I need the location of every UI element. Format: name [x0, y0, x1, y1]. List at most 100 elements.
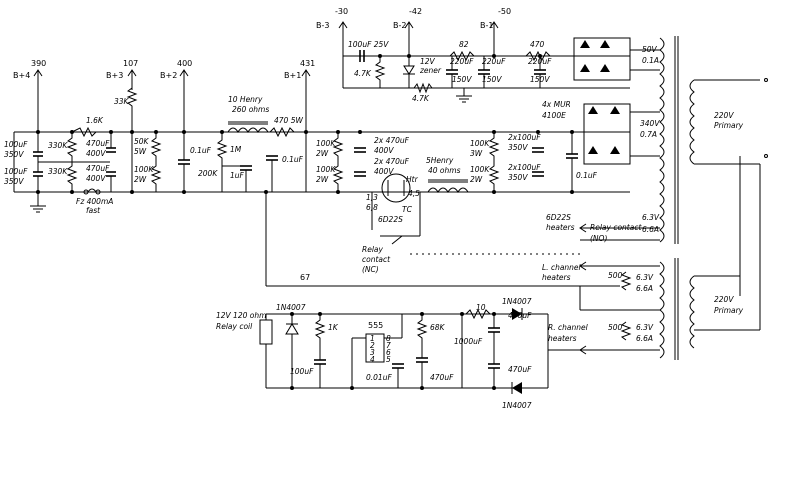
rail-b2-name: B+2 — [160, 71, 177, 80]
label-r100k-e: 100K — [470, 165, 490, 174]
label-sec-01a: 0.1A — [642, 56, 659, 65]
label-c01-c: 0.1uF — [576, 171, 598, 180]
label-350v-a: 350V — [4, 150, 24, 159]
label-r470: 470 — [530, 40, 545, 49]
rail-b1-name: B+1 — [284, 71, 301, 80]
rail-nb2: -42 B-2 — [393, 7, 422, 56]
label-lch-b: heaters — [542, 273, 571, 282]
label-v350-d: 350V — [508, 173, 528, 182]
label-zener-12v: 12V — [420, 57, 436, 66]
label-r68k: 68K — [430, 323, 446, 332]
label-v400-d: 400V — [374, 167, 394, 176]
label-c2x470-a: 2x 470uF — [374, 136, 410, 145]
rail-b2: 400 B+2 — [160, 59, 192, 132]
label-c220-a: 220uF — [450, 57, 474, 66]
relay-contacts: Relay contact (NC) 6D22S heaters 6.3V 6.… — [265, 192, 660, 287]
label-tube-name: 6D22S — [378, 215, 403, 224]
label-choke2-40ohm: 40 ohms — [428, 166, 461, 175]
label-relay-nc-c: (NC) — [362, 265, 379, 274]
label-sec-63v-c: 6.3V — [636, 323, 654, 332]
ic-pin-2: 2 — [370, 341, 375, 350]
label-c100-25v: 100uF 25V — [348, 40, 389, 49]
label-c01-a: 0.1uF — [190, 146, 212, 155]
main-bus: 100uF 350V 100uF 350V 330K 330K 1.6K 470… — [4, 87, 660, 215]
tube-6d22s: 1,3 6,8 Htr 4,5 TC 6D22S — [366, 173, 421, 236]
label-relay-no-a: Relay contact — [590, 223, 642, 232]
ic-pin-3: 3 — [370, 348, 375, 357]
label-r100k-b: 100K — [316, 139, 336, 148]
label-r10: 10 — [476, 303, 486, 312]
label-relay-nc-a: Relay — [362, 245, 384, 254]
label-v400-b: 400V — [86, 174, 106, 183]
label-c2x470-b: 2x 470uF — [374, 157, 410, 166]
label-primary-a: Primary — [714, 121, 744, 130]
ic-pin-6: 6 — [386, 348, 391, 357]
label-r330k-b: 330K — [48, 167, 68, 176]
label-sec-63v-b: 6.3V — [636, 273, 654, 282]
label-tube-htr: Htr — [406, 175, 419, 184]
label-w2b: 2W — [316, 149, 329, 158]
label-r200k: 200K — [198, 169, 218, 178]
rail-nb2-name: B-2 — [393, 21, 406, 30]
ic-pin-7: 7 — [386, 341, 391, 350]
label-d1n-b: 1N4007 — [502, 297, 532, 306]
label-heat-6d22s: 6D22S — [546, 213, 571, 222]
label-heat-heaters: heaters — [546, 223, 575, 232]
rail-nb1-name: B-1 — [480, 21, 493, 30]
label-v350-c: 350V — [508, 143, 528, 152]
label-r470-5w: 470 5W — [274, 116, 303, 125]
rail-nb1-voltage: -50 — [498, 7, 511, 16]
label-choke1-260ohm: 260 ohms — [232, 105, 269, 114]
label-r100k-c: 100K — [316, 165, 336, 174]
label-relay-no-b: (NO) — [590, 234, 607, 243]
relay-timer: 12V 120 ohm Relay coil 1N4007 1K 100uF 5… — [216, 297, 580, 410]
rail-b2-voltage: 400 — [177, 59, 192, 68]
label-sec-50v: 50V — [642, 45, 658, 54]
label-w2d: 2W — [470, 175, 483, 184]
label-c100-a: 100uF — [4, 140, 28, 149]
rail-b3: 107 B+3 — [106, 59, 138, 90]
label-tube-pins-45: 4,5 — [408, 189, 420, 198]
label-rch-b: heaters — [548, 334, 577, 343]
label-c470-e: 470uF — [508, 365, 532, 374]
label-v150-c: 150V — [530, 75, 550, 84]
label-mur-a: 4x MUR — [542, 100, 571, 109]
label-r47k-a: 4.7K — [354, 69, 372, 78]
rail-b1-voltage: 431 — [300, 59, 315, 68]
label-sec-340v: 340V — [640, 119, 660, 128]
label-c100-b: 100uF — [4, 167, 28, 176]
label-d1n-a: 1N4007 — [276, 303, 306, 312]
label-mur-b: 4100E — [542, 111, 566, 120]
label-v150-b: 150V — [482, 75, 502, 84]
negative-supply: 100uF 25V 4.7K 12V zener 4.7K 82 220uF 1… — [343, 37, 660, 103]
label-c2x100-b: 2x100uF — [508, 163, 541, 172]
label-sec-63v-a: 6.3V — [642, 213, 660, 222]
label-r33k: 33K — [114, 97, 130, 106]
label-w3a: 3W — [470, 149, 483, 158]
label-r50k: 50K — [134, 137, 150, 146]
label-tube-tc: TC — [402, 205, 413, 214]
label-v150-a: 150V — [452, 75, 472, 84]
label-d1n-c: 1N4007 — [502, 401, 532, 410]
transformer-1: 220V Primary — [659, 36, 768, 330]
label-w2c: 2W — [316, 175, 329, 184]
rail-b4: 390 B+4 — [13, 59, 46, 132]
label-pri-220v-a: 220V — [714, 111, 734, 120]
label-choke2-5h: 5Henry — [426, 156, 454, 165]
rail-nb3-voltage: -30 — [335, 7, 348, 16]
label-v400-c: 400V — [374, 146, 394, 155]
label-v400-a: 400V — [86, 149, 106, 158]
rail-b1: 431 B+1 — [284, 59, 315, 120]
label-w2a: 2W — [134, 175, 147, 184]
label-c220-c: 220uF — [528, 57, 552, 66]
label-choke1-10h: 10 Henry — [228, 95, 263, 104]
junctions — [36, 54, 574, 390]
label-c470-c: 470uF — [430, 373, 454, 382]
label-c100-b: 100uF — [290, 367, 314, 376]
label-r1k: 1K — [328, 323, 339, 332]
label-350v-b: 350V — [4, 177, 24, 186]
label-pri-220v-b: 220V — [714, 295, 734, 304]
label-zener: zener — [419, 66, 442, 75]
label-sec-66a-a: 6.6A — [642, 225, 659, 234]
